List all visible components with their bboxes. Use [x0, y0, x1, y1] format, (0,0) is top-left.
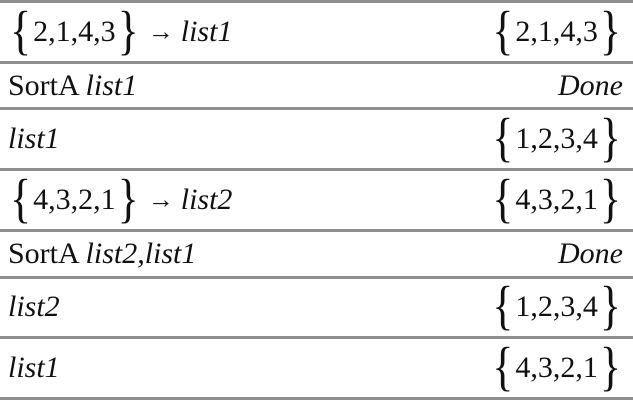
- variable-name: list2,list1: [85, 236, 197, 270]
- history-entry-result[interactable]: {1,2,3,4}: [490, 280, 623, 334]
- brace-glyph: {: [492, 171, 514, 229]
- variable-name: list2: [8, 290, 60, 324]
- history-entry-expression[interactable]: list2: [8, 292, 60, 322]
- brace-glyph: }: [117, 3, 139, 61]
- brace-glyph: }: [117, 171, 139, 229]
- store-arrow-icon: →: [147, 185, 174, 215]
- expression-text: 2,1,4,3: [515, 14, 598, 48]
- history-row-7: list1 {4,3,2,1}: [0, 339, 633, 400]
- history-row-3: list1 {1,2,3,4}: [0, 110, 633, 172]
- expression-text: 4,3,2,1: [33, 183, 116, 217]
- history-entry-expression[interactable]: {4,3,2,1} →list2: [8, 172, 233, 226]
- history-entry-result[interactable]: {4,3,2,1}: [490, 340, 623, 394]
- history-row-6: list2 {1,2,3,4}: [0, 279, 633, 340]
- history-entry-result[interactable]: Done: [558, 68, 623, 102]
- history-row-1: {2,1,4,3} →list1 {2,1,4,3}: [0, 3, 633, 64]
- brace-glyph: {: [492, 278, 514, 337]
- history-row-2: SortA list1 Done: [0, 64, 633, 111]
- variable-name: list1: [85, 68, 138, 102]
- expression-text: SortA: [8, 68, 86, 102]
- brace-glyph: {: [10, 171, 32, 229]
- history-entry-expression[interactable]: {2,1,4,3} →list1: [8, 4, 233, 58]
- history-row-4: {4,3,2,1} →list2 {4,3,2,1}: [0, 171, 633, 232]
- expression-text: 1,2,3,4: [515, 290, 598, 324]
- history-entry-expression[interactable]: SortA list1: [8, 68, 138, 102]
- history-entry-result[interactable]: Done: [558, 236, 623, 270]
- expression-text: 2,1,4,3: [33, 14, 116, 48]
- brace-glyph: }: [599, 110, 621, 169]
- history-row-5: SortA list2,list1 Done: [0, 232, 633, 279]
- variable-name: list2: [180, 183, 233, 217]
- expression-text: SortA: [8, 236, 86, 270]
- history-entry-expression[interactable]: list1: [8, 353, 60, 383]
- variable-name: list1: [8, 122, 60, 156]
- history-entry-expression[interactable]: list1: [8, 124, 60, 154]
- history-entry-result[interactable]: {2,1,4,3}: [490, 4, 623, 58]
- history-entry-result[interactable]: {4,3,2,1}: [490, 172, 623, 226]
- brace-glyph: }: [599, 339, 621, 397]
- brace-glyph: {: [492, 339, 514, 397]
- expression-text: 4,3,2,1: [515, 183, 598, 217]
- history-entry-result[interactable]: {1,2,3,4}: [490, 111, 623, 165]
- store-arrow-icon: →: [147, 16, 174, 46]
- brace-glyph: {: [10, 3, 32, 61]
- brace-glyph: {: [492, 110, 514, 169]
- expression-text: 1,2,3,4: [515, 122, 598, 156]
- brace-glyph: }: [599, 278, 621, 337]
- brace-glyph: }: [599, 171, 621, 229]
- brace-glyph: }: [599, 3, 621, 61]
- result-text: Done: [558, 236, 623, 270]
- variable-name: list1: [8, 351, 60, 385]
- history-entry-expression[interactable]: SortA list2,list1: [8, 236, 197, 270]
- result-text: Done: [558, 68, 623, 102]
- brace-glyph: {: [492, 3, 514, 61]
- variable-name: list1: [180, 14, 233, 48]
- expression-text: 4,3,2,1: [515, 351, 598, 385]
